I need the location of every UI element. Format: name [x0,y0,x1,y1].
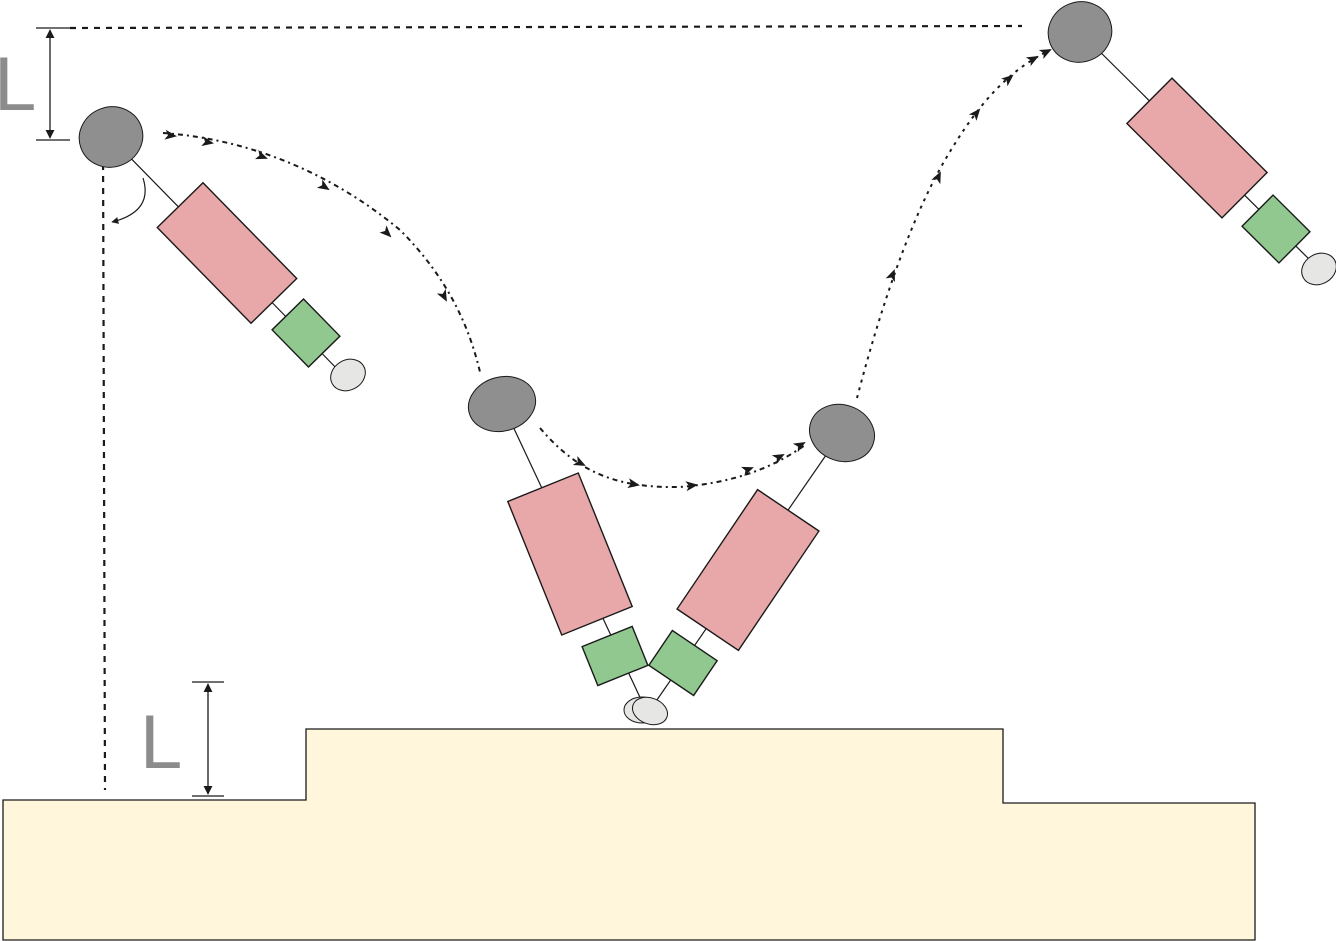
robot-foot [1301,252,1336,286]
robot-apex-pose [1047,1,1336,286]
robot-head [809,403,875,463]
trajectory-arrow [379,225,392,238]
trajectory-arrow [254,149,268,160]
robot-body [156,181,298,325]
dimension-label-top: L [0,42,36,127]
robot-pushoff-pose [632,403,875,726]
step-height-dimension: L [140,681,224,797]
top-height-dimension: L [0,27,70,141]
robot-joint [271,298,341,368]
apex-height-line [69,24,1023,30]
robot-head [1047,1,1113,63]
robot-body [506,472,634,636]
tilt-angle-arc [111,177,146,224]
dimension-label-bottom: L [140,700,182,785]
robot-head [78,106,144,168]
robot-foot [330,358,366,392]
terrain [2,728,1256,941]
robot-foot [632,696,668,726]
robot-joint [1241,194,1311,264]
ground-block [2,728,1256,941]
start-vertical-line [101,139,107,791]
trajectory-arrow [885,269,895,283]
trajectory-arrow [931,171,941,185]
trajectory-ascent [856,49,1051,399]
robot-body [676,488,820,652]
reference-lines [69,24,1023,791]
robot-joint [581,625,649,687]
robot-landing-pose [467,375,661,724]
trajectory-arrow [316,179,330,191]
trajectory-descent [162,132,481,373]
trajectory-arrow [201,136,214,147]
robot-body [1125,77,1269,219]
robot-start-pose [78,106,366,392]
robot-joint [647,629,719,697]
trajectory [162,49,1052,492]
robot-head [467,375,537,433]
